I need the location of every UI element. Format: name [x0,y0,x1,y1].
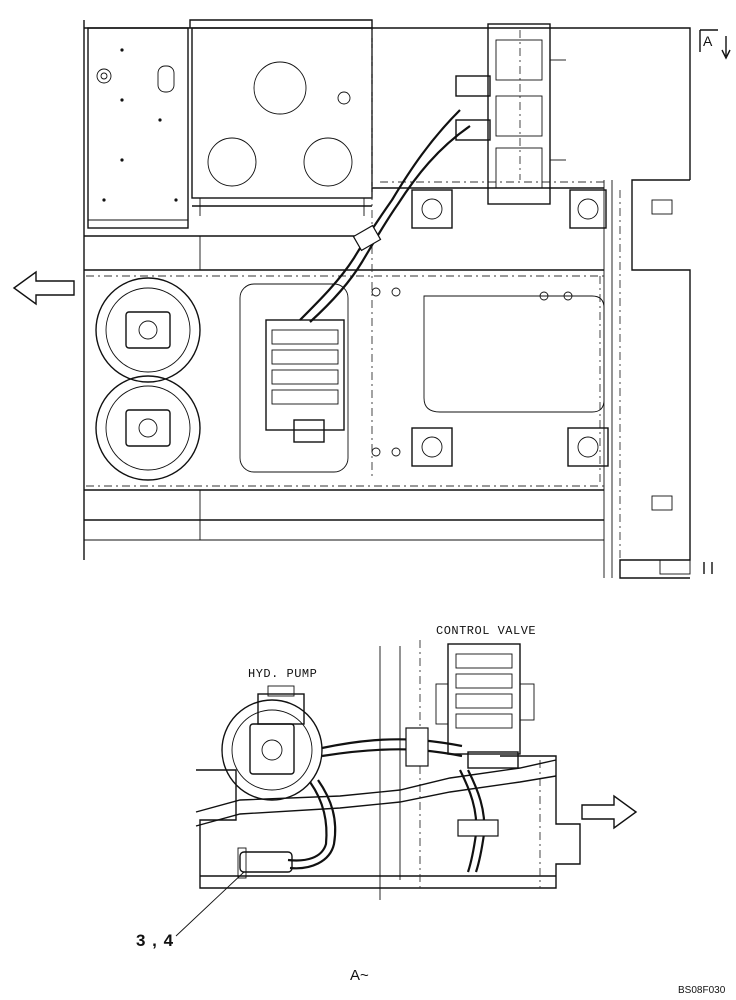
view-a-title: A~ [350,967,369,984]
view-direction-arrow-icon [699,29,731,60]
control-valve-label: CONTROL VALVE [436,624,537,638]
arrow-right-outline-icon [581,794,638,830]
upper-plan-view [83,19,713,579]
view-a-marker: A [703,33,713,49]
part-callout-label: 3 , 4 [136,931,175,950]
lower-side-view [175,640,581,937]
drawing-code: BS08F030 [678,985,726,996]
hyd-pump-label: HYD. PUMP [248,667,318,681]
arrow-left-outline-icon [12,270,75,306]
